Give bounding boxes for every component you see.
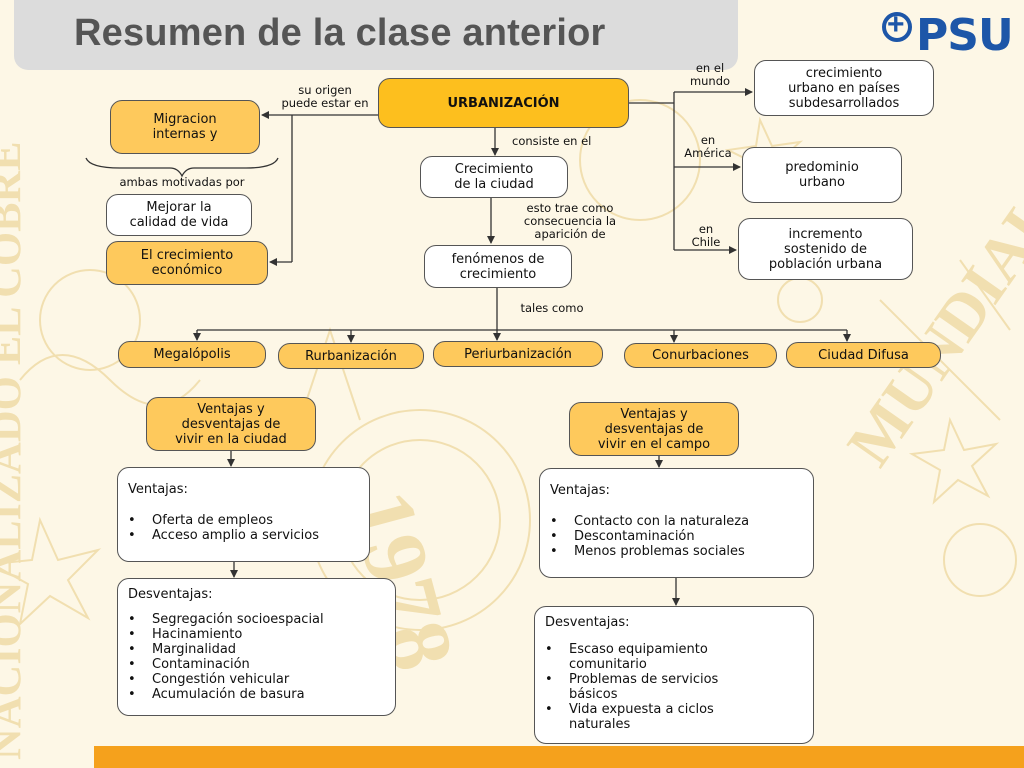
ciudad-desventaja-item: Segregación socioespacial bbox=[128, 612, 385, 627]
ciudad-ventajas-head: Ventajas: bbox=[128, 482, 188, 497]
node-periurbanizacion: Periurbanización bbox=[433, 341, 603, 367]
node-urbanizacion: URBANIZACIÓN bbox=[378, 78, 629, 128]
campo-ventaja-item: Descontaminación bbox=[550, 529, 803, 544]
campo-ventaja-item: Contacto con la naturaleza bbox=[550, 514, 803, 529]
ciudad-desventaja-item: Congestión vehicular bbox=[128, 672, 385, 687]
node-conurbaciones: Conurbaciones bbox=[624, 343, 777, 368]
campo-ventaja-item: Menos problemas sociales bbox=[550, 544, 803, 559]
campo-ventajas-head: Ventajas: bbox=[550, 483, 610, 498]
logo-plus-icon: + bbox=[887, 8, 905, 41]
node-ventajas-campo: Ventajas y desventajas de vivir en el ca… bbox=[569, 402, 739, 456]
bottom-bar bbox=[94, 746, 1024, 768]
node-america: predominio urbano bbox=[742, 147, 902, 203]
logo-text: PSU bbox=[916, 10, 1014, 61]
svg-text:NACIONALIZADO EL COBRE: NACIONALIZADO EL COBRE bbox=[0, 141, 30, 760]
ciudad-desventaja-item: Marginalidad bbox=[128, 642, 385, 657]
ciudad-desventajas-box: Desventajas: Segregación socioespacial H… bbox=[117, 578, 396, 716]
campo-desventaja-item: Vida expuesta a ciclos naturales bbox=[545, 702, 803, 732]
node-crecimiento-ciudad: Crecimiento de la ciudad bbox=[420, 156, 568, 198]
node-mundo: crecimiento urbano en países subdesarrol… bbox=[754, 60, 934, 116]
node-mejorar: Mejorar la calidad de vida bbox=[106, 194, 252, 236]
node-crecimiento-economico: El crecimiento económico bbox=[106, 241, 268, 285]
label-en-mundo: en el mundo bbox=[689, 61, 731, 88]
campo-desventajas-box: Desventajas: Escaso equipamiento comunit… bbox=[534, 606, 814, 744]
label-su-origen: su origen puede estar en bbox=[281, 83, 369, 110]
node-megalopolis: Megalópolis bbox=[118, 341, 266, 368]
ciudad-desventaja-item: Contaminación bbox=[128, 657, 385, 672]
ciudad-desventaja-item: Hacinamiento bbox=[128, 627, 385, 642]
campo-ventajas-box: Ventajas: Contacto con la naturaleza Des… bbox=[539, 468, 814, 578]
ciudad-desventajas-head: Desventajas: bbox=[128, 587, 213, 602]
label-tales-como: tales como bbox=[520, 301, 584, 315]
node-ciudad-difusa: Ciudad Difusa bbox=[786, 342, 941, 368]
node-ventajas-ciudad: Ventajas y desventajas de vivir en la ci… bbox=[146, 397, 316, 451]
logo-circle-icon bbox=[882, 12, 912, 42]
node-fenomenos: fenómenos de crecimiento bbox=[424, 245, 572, 288]
label-ambas: ambas motivadas por bbox=[119, 175, 245, 189]
ciudad-ventaja-item: Acceso amplio a servicios bbox=[128, 528, 359, 543]
campo-desventaja-item: Problemas de servicios básicos bbox=[545, 672, 803, 702]
campo-desventaja-item: Escaso equipamiento comunitario bbox=[545, 642, 803, 672]
label-en-chile: en Chile bbox=[691, 222, 721, 249]
node-migracion: Migracion internas y bbox=[110, 100, 260, 154]
ciudad-ventajas-box: Ventajas: Oferta de empleos Acceso ampli… bbox=[117, 467, 370, 562]
page-title: Resumen de la clase anterior bbox=[74, 12, 606, 54]
label-esto-trae: esto trae como consecuencia la aparición… bbox=[523, 201, 617, 241]
campo-desventajas-head: Desventajas: bbox=[545, 615, 630, 630]
title-bar: Resumen de la clase anterior bbox=[14, 0, 738, 70]
psu-logo: + PSU bbox=[878, 6, 1014, 64]
node-rurbanizacion: Rurbanización bbox=[278, 343, 424, 369]
ciudad-desventaja-item: Acumulación de basura bbox=[128, 687, 385, 702]
node-chile: incremento sostenido de población urbana bbox=[738, 218, 913, 280]
ciudad-ventaja-item: Oferta de empleos bbox=[128, 513, 359, 528]
label-consiste: consiste en el bbox=[512, 134, 592, 148]
label-en-america: en América bbox=[684, 133, 732, 160]
